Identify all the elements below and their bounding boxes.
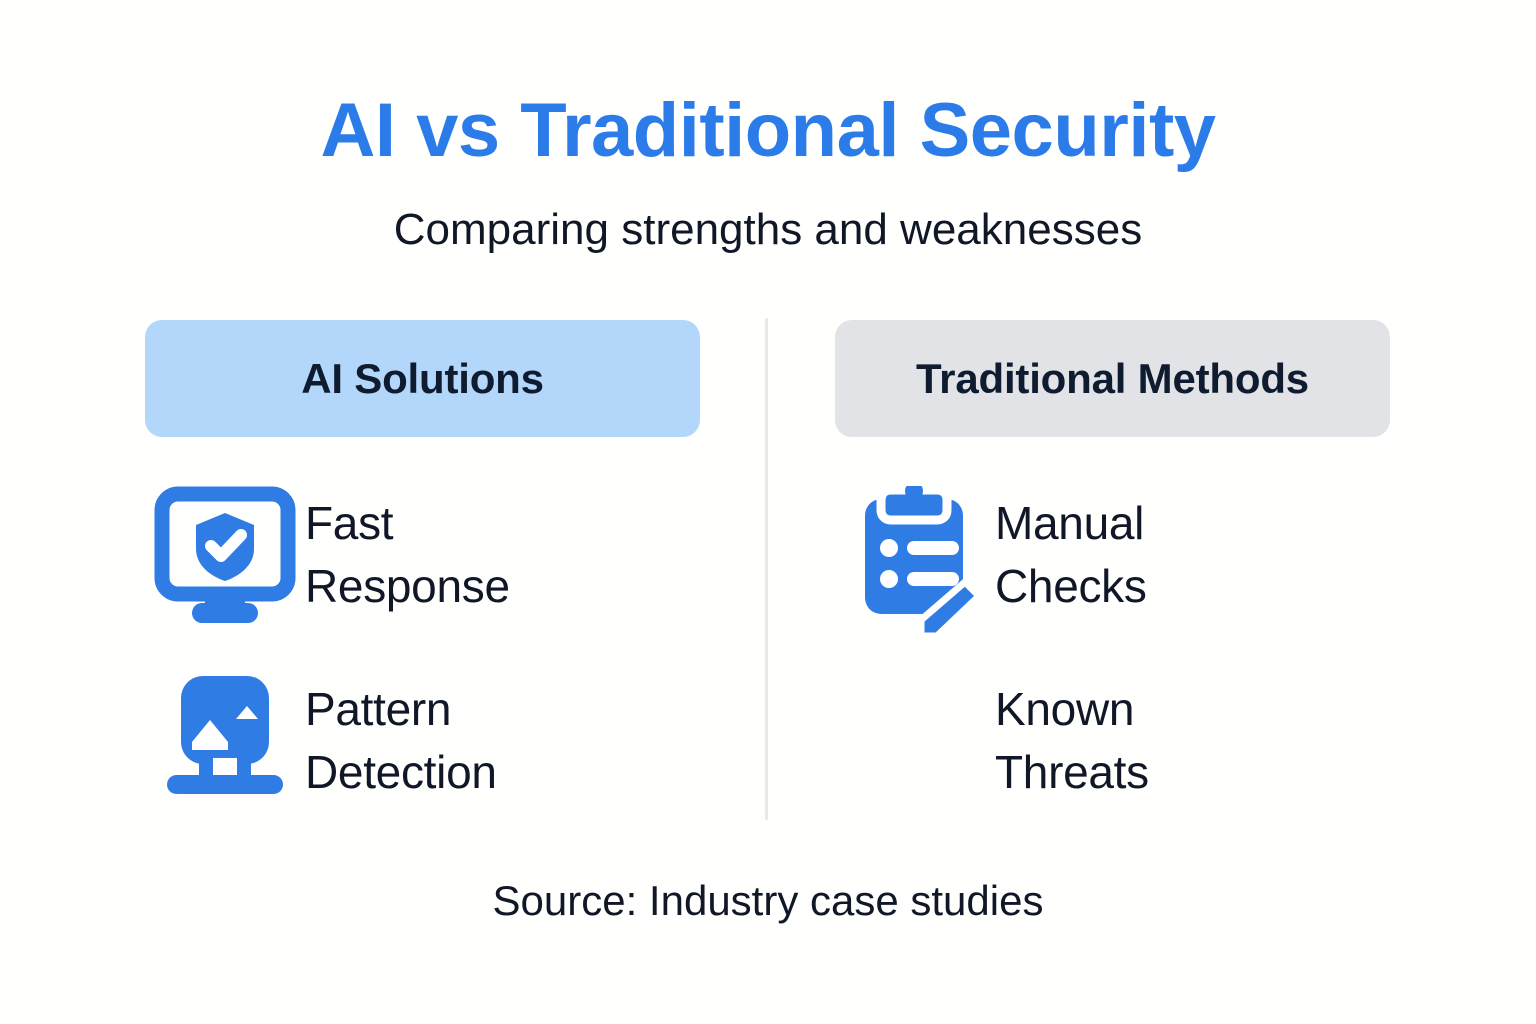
feature-list-ai: Fast Response: [145, 484, 700, 856]
page-title: AI vs Traditional Security: [320, 88, 1216, 173]
feature-label: Fast Response: [305, 497, 510, 612]
feature-item-manual-checks: Manual Checks: [835, 484, 1390, 670]
column-heading-traditional-methods: Traditional Methods: [835, 320, 1390, 437]
column-ai-solutions: AI Solutions: [145, 320, 700, 856]
feature-item-known-threats: Known Threats: [835, 670, 1390, 856]
monitor-shield-check-icon: [145, 484, 305, 634]
column-heading-label: AI Solutions: [301, 354, 544, 402]
no-icon-placeholder: [835, 670, 995, 820]
feature-label: Manual Checks: [995, 497, 1147, 612]
feature-item-pattern-detection: Pattern Detection: [145, 670, 700, 856]
feature-label: Pattern Detection: [305, 683, 497, 798]
pattern-image-screen-icon: [145, 670, 305, 820]
column-traditional-methods: Traditional Methods: [835, 320, 1390, 856]
feature-label: Known Threats: [995, 683, 1149, 798]
source-note: Source: Industry case studies: [492, 877, 1044, 924]
column-heading-label: Traditional Methods: [916, 354, 1309, 402]
clipboard-checklist-pencil-icon: [835, 484, 995, 636]
column-divider: [765, 318, 768, 820]
feature-item-fast-response: Fast Response: [145, 484, 700, 670]
page-subtitle: Comparing strengths and weaknesses: [393, 205, 1143, 254]
feature-list-traditional: Manual Checks Known Threats: [835, 484, 1390, 856]
column-heading-ai-solutions: AI Solutions: [145, 320, 700, 437]
